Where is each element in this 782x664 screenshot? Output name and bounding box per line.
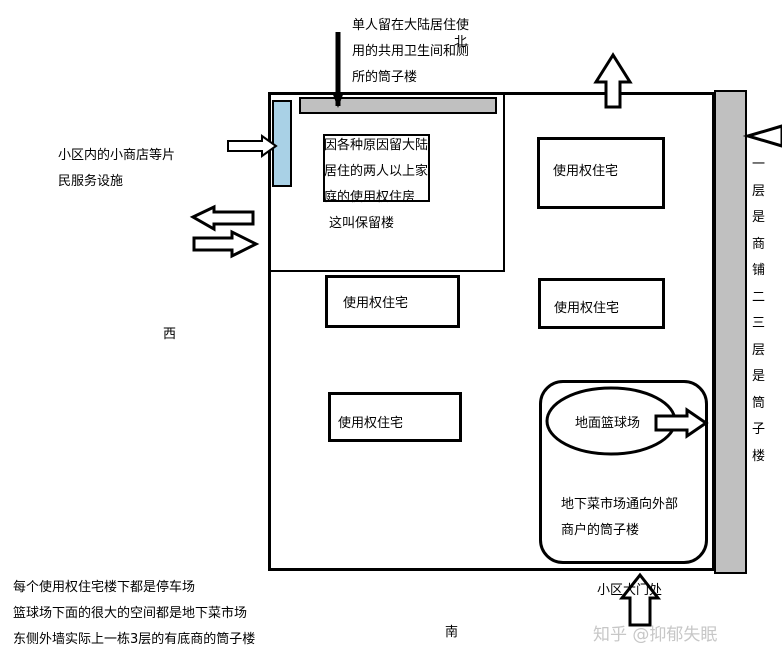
note-char: 商 bbox=[752, 236, 766, 252]
use-right-house-ne-top bbox=[537, 137, 665, 209]
note-char: 是 bbox=[752, 210, 766, 225]
note-char: 二 bbox=[752, 289, 766, 305]
note-char: 三 bbox=[752, 316, 766, 331]
east-arrow-icon bbox=[742, 124, 782, 148]
note-line: 这叫保留楼 bbox=[329, 216, 395, 231]
footer-notes: 每个使用权住宅楼下都是停车场 篮球场下面的很大的空间都是地下菜市场 东侧外墙实际… bbox=[13, 575, 255, 653]
note-char: 层 bbox=[752, 342, 766, 358]
note-char: 子 bbox=[752, 422, 766, 437]
west-out-arrow-icon bbox=[189, 204, 255, 232]
note-line: 篮球场下面的很大的空间都是地下菜市场 bbox=[13, 606, 248, 621]
basketball-court-label: 地面篮球场 bbox=[575, 416, 641, 431]
watermark: 知乎 @抑郁失眠 bbox=[593, 625, 718, 645]
south-label: 南 bbox=[445, 625, 459, 640]
note-char: 铺 bbox=[752, 263, 766, 278]
east-tube-building bbox=[714, 90, 747, 574]
retained-building-area bbox=[268, 93, 505, 272]
note-line: 东侧外墙实际上一栋3层的有底商的筒子楼 bbox=[13, 632, 256, 647]
note-char: 楼 bbox=[752, 448, 766, 464]
west-in-arrow-icon bbox=[192, 229, 260, 259]
shared-toilet-tube-building bbox=[299, 97, 497, 114]
gate-label: 小区大门处 bbox=[597, 583, 663, 598]
note-line: 用的共用卫生间和厕 bbox=[352, 44, 470, 59]
north-pointer-head bbox=[332, 92, 344, 108]
use-right-house-center-low-label: 使用权住宅 bbox=[338, 416, 404, 431]
note-line: 每个使用权住宅楼下都是停车场 bbox=[13, 580, 196, 595]
note-line: 因各种原因留大陆 bbox=[324, 138, 429, 153]
use-right-house-ne-top-label: 使用权住宅 bbox=[553, 164, 619, 179]
market-note: 地下菜市场通向外部 商户的筒子楼 bbox=[561, 492, 678, 544]
note-char: 筒 bbox=[752, 395, 766, 411]
underground-market-box bbox=[539, 380, 708, 564]
note-line: 庭的使用权住房 bbox=[324, 190, 416, 205]
note-line: 地下菜市场通向外部 bbox=[561, 497, 679, 512]
note-char: 一 bbox=[752, 157, 766, 172]
use-right-house-center-mid bbox=[325, 275, 460, 328]
note-line: 商户的筒子楼 bbox=[561, 523, 640, 538]
note-line: 单人留在大陆居住使 bbox=[352, 18, 470, 33]
retained-note: 因各种原因留大陆 居住的两人以上家 庭的使用权住房 这叫保留楼 bbox=[324, 133, 428, 237]
note-char: 层 bbox=[752, 183, 766, 199]
shop-note: 小区内的小商店等片 民服务设施 bbox=[58, 143, 175, 195]
gate-up-arrow-icon bbox=[618, 572, 662, 627]
north-label: 北 bbox=[454, 35, 468, 50]
east-building-note: 一 层 是 商 铺 二 三 层 是 筒 子 楼 bbox=[752, 152, 772, 470]
use-right-house-center-low bbox=[328, 392, 462, 442]
note-char: 是 bbox=[752, 369, 766, 384]
shop-arrow-icon bbox=[227, 134, 278, 158]
court-exit-arrow-icon bbox=[654, 407, 709, 439]
use-right-house-center-mid-label: 使用权住宅 bbox=[343, 296, 409, 311]
note-line: 所的筒子楼 bbox=[352, 70, 418, 85]
note-line: 居住的两人以上家 bbox=[324, 164, 429, 179]
use-right-house-ne-mid bbox=[538, 278, 665, 329]
use-right-house-ne-mid-label: 使用权住宅 bbox=[554, 301, 620, 316]
north-up-arrow-icon bbox=[593, 52, 633, 109]
note-line: 民服务设施 bbox=[58, 174, 124, 189]
west-label: 西 bbox=[163, 327, 177, 342]
single-residents-note: 单人留在大陆居住使 用的共用卫生间和厕 所的筒子楼 bbox=[352, 13, 469, 91]
note-line: 小区内的小商店等片 bbox=[58, 148, 176, 163]
retained-house-box bbox=[323, 134, 430, 202]
